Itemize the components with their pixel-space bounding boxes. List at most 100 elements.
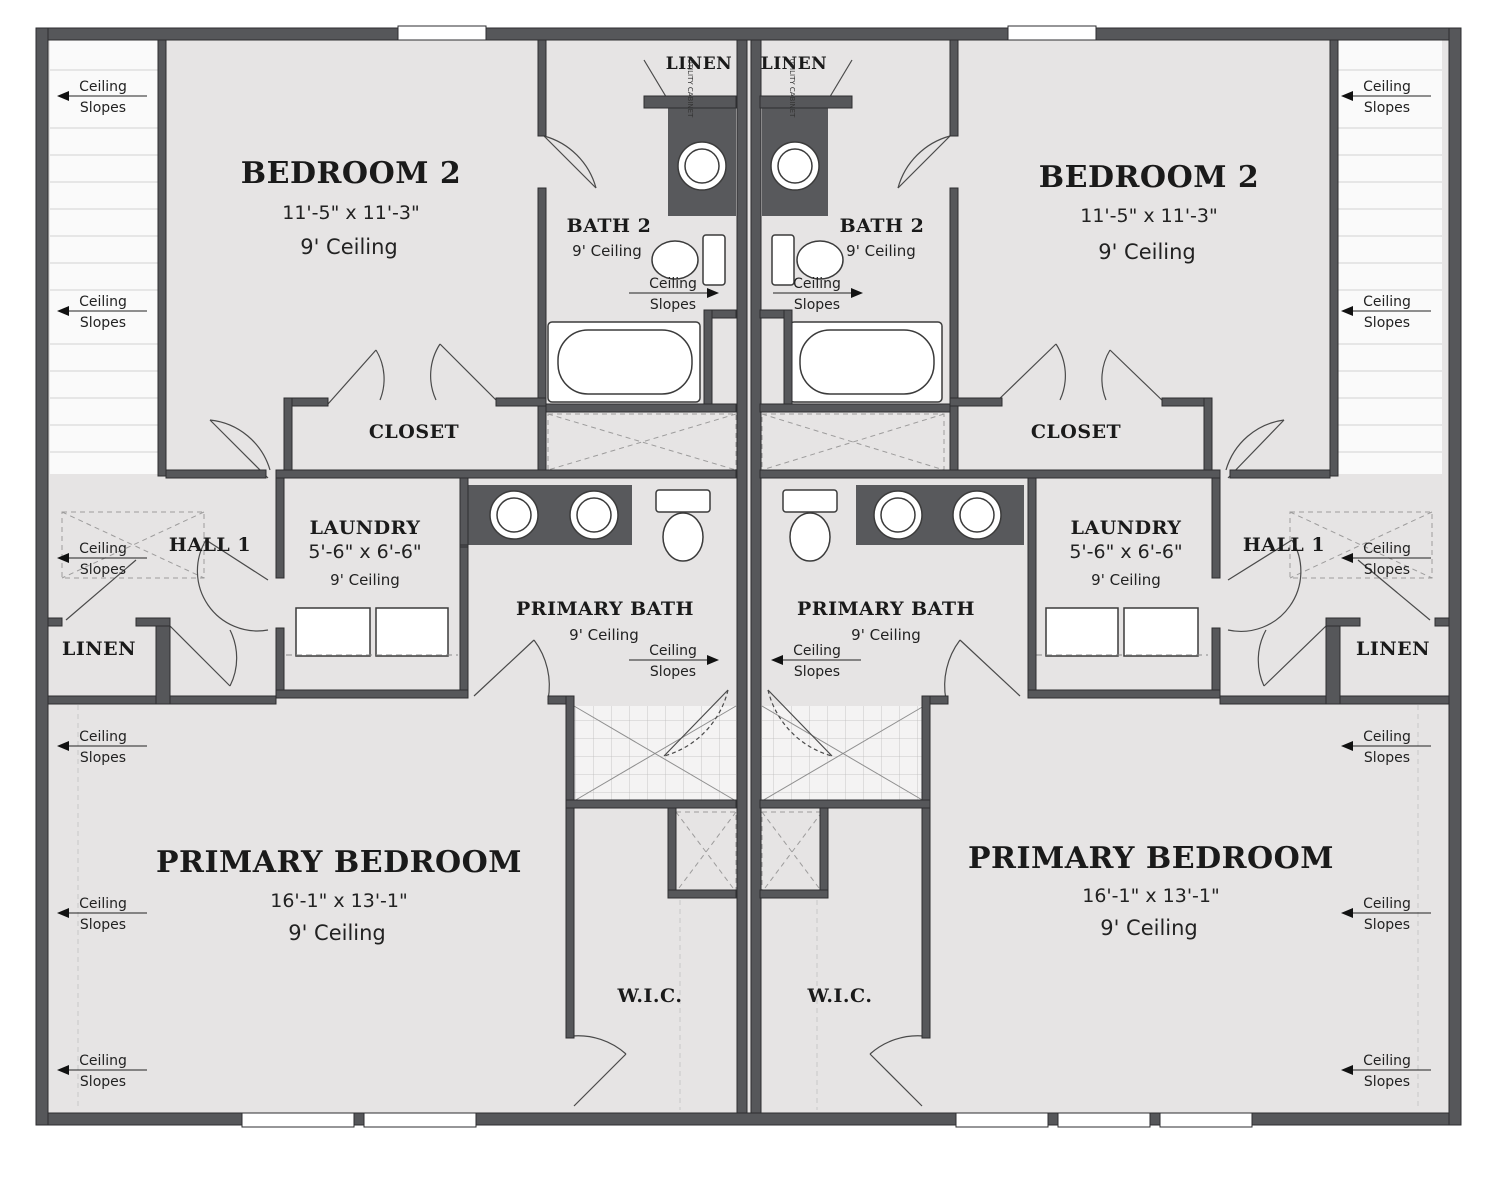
ceiling-slopes-line1: Ceiling (1363, 79, 1411, 95)
left-linen-side: LINEN (62, 638, 136, 660)
right-primary-bedroom-size: 16'-1" x 13'-1" (1082, 885, 1220, 907)
sinks (489, 141, 1002, 540)
right-bedroom2-ceiling: 9' Ceiling (1098, 240, 1196, 264)
slope-arrow-head-icon (1341, 908, 1353, 918)
right-closet: CLOSET (1031, 421, 1121, 443)
ceiling-slopes-line2: Slopes (1364, 750, 1410, 766)
slope-arrow-head-icon (57, 91, 69, 101)
left-primary-bedroom-ceiling: 9' Ceiling (288, 921, 386, 945)
ceiling-slopes-line2: Slopes (80, 750, 126, 766)
right-primary-bedroom-title: PRIMARY BEDROOM (968, 841, 1334, 876)
ceiling-slopes-line2: Slopes (1364, 315, 1410, 331)
ceiling-slopes-line2: Slopes (80, 1074, 126, 1090)
slope-arrow-head-icon (57, 1065, 69, 1075)
left-primary-bath-ceiling: 9' Ceiling (569, 626, 639, 644)
left-bedroom2-title: BEDROOM 2 (241, 156, 461, 191)
right-wic: W.I.C. (807, 985, 873, 1007)
slope-arrow-head-icon (57, 553, 69, 563)
slope-arrow-head-icon (57, 741, 69, 751)
right-linen-side: LINEN (1356, 638, 1430, 660)
right-linen-top: LINEN (761, 54, 827, 74)
left-utility-cabinet: UTILITY CABINET (686, 59, 694, 118)
slope-arrow-head-icon (1341, 741, 1353, 751)
right-hall: HALL 1 (1243, 534, 1325, 556)
ceiling-slopes-line1: Ceiling (1363, 541, 1411, 557)
slope-arrow-head-icon (57, 306, 69, 316)
left-linen-top: LINEN (666, 54, 732, 74)
ceiling-slopes-line1: Ceiling (1363, 896, 1411, 912)
ceiling-slopes-line1: Ceiling (1363, 729, 1411, 745)
right-unit-labels: BEDROOM 2 11'-5" x 11'-3" 9' Ceiling BAT… (761, 54, 1430, 1007)
windows (241, 25, 1253, 1128)
right-bedroom2-title: BEDROOM 2 (1039, 160, 1259, 195)
left-primary-bath-title: PRIMARY BATH (516, 598, 694, 620)
ceiling-slopes-line1: Ceiling (793, 643, 841, 659)
left-laundry-ceiling: 9' Ceiling (330, 571, 400, 589)
ceiling-slopes-line2: Slopes (650, 297, 696, 313)
shower-tiles (573, 705, 925, 802)
ceiling-slopes-line2: Slopes (80, 917, 126, 933)
left-bedroom2-size: 11'-5" x 11'-3" (282, 202, 420, 224)
left-closet: CLOSET (369, 421, 459, 443)
ceiling-slopes-line1: Ceiling (1363, 1053, 1411, 1069)
left-bath2-title: BATH 2 (567, 215, 652, 237)
ceiling-slopes-line2: Slopes (1364, 562, 1410, 578)
bathtubs (547, 321, 943, 403)
right-primary-bedroom-ceiling: 9' Ceiling (1100, 916, 1198, 940)
left-primary-bedroom-title: PRIMARY BEDROOM (156, 845, 522, 880)
left-laundry-title: LAUNDRY (310, 517, 421, 539)
right-bath2-title: BATH 2 (840, 215, 925, 237)
ceiling-slopes-line2: Slopes (1364, 1074, 1410, 1090)
slope-arrow-head-icon (1341, 91, 1353, 101)
ceiling-slopes-line1: Ceiling (79, 541, 127, 557)
left-unit-labels: BEDROOM 2 11'-5" x 11'-3" 9' Ceiling BAT… (62, 54, 732, 1007)
slope-arrow-head-icon (707, 288, 719, 298)
slope-notes: CeilingSlopesCeilingSlopesCeilingSlopesC… (57, 79, 1431, 1090)
slope-arrow-head-icon (1341, 1065, 1353, 1075)
right-laundry-title: LAUNDRY (1071, 517, 1182, 539)
ceiling-slopes-line1: Ceiling (1363, 294, 1411, 310)
ceiling-slopes-line1: Ceiling (79, 729, 127, 745)
right-bedroom2-size: 11'-5" x 11'-3" (1080, 205, 1218, 227)
washer-dryer (295, 607, 1199, 657)
slope-arrow-head-icon (707, 655, 719, 665)
slope-arrow-head-icon (1341, 553, 1353, 563)
right-laundry-ceiling: 9' Ceiling (1091, 571, 1161, 589)
ceiling-slopes-line1: Ceiling (649, 276, 697, 292)
left-bath2-ceiling: 9' Ceiling (572, 242, 642, 260)
ceiling-slopes-line1: Ceiling (649, 643, 697, 659)
toilets (651, 234, 844, 562)
right-bath2-ceiling: 9' Ceiling (846, 242, 916, 260)
slope-arrow-head-icon (771, 655, 783, 665)
ceiling-slopes-line2: Slopes (80, 100, 126, 116)
slope-strips (50, 40, 1442, 1110)
ceiling-slopes-line2: Slopes (794, 664, 840, 680)
ceiling-slopes-line1: Ceiling (79, 1053, 127, 1069)
slope-arrow-head-icon (1341, 306, 1353, 316)
ceiling-slopes-line2: Slopes (1364, 917, 1410, 933)
door-swings (65, 59, 1431, 1107)
ceiling-slopes-line1: Ceiling (79, 79, 127, 95)
ceiling-slopes-line2: Slopes (1364, 100, 1410, 116)
ceiling-slopes-line1: Ceiling (79, 294, 127, 310)
left-hall: HALL 1 (169, 534, 251, 556)
right-primary-bath-ceiling: 9' Ceiling (851, 626, 921, 644)
slope-arrow-head-icon (851, 288, 863, 298)
ceiling-slopes-line1: Ceiling (79, 896, 127, 912)
left-laundry-size: 5'-6" x 6'-6" (308, 541, 421, 563)
ceiling-slopes-line2: Slopes (80, 562, 126, 578)
